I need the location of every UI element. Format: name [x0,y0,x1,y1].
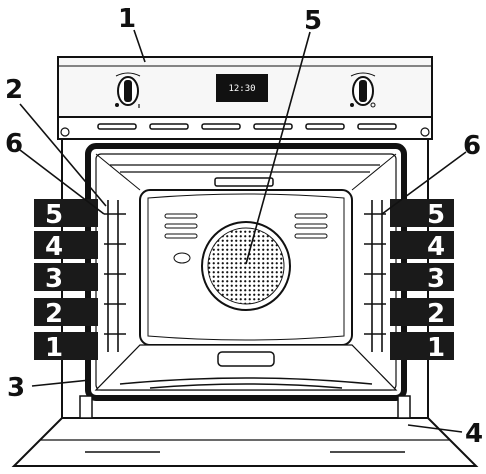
oven-body [61,139,429,418]
side-grid-right [364,200,386,352]
shelf-level-label: 2 [45,299,63,329]
callout-shelf-guide-right: 6 [463,131,481,161]
vent-strip [57,116,433,140]
callout-shelf-guide-left: 6 [5,129,23,159]
callout-door-seal: 3 [7,373,25,403]
shelf-level-label: 4 [427,232,445,262]
shelf-level-label: 5 [427,200,445,230]
control-panel: 12:30 [57,56,433,118]
shelf-level-label: 1 [427,333,445,363]
callout-side-grid: 2 [5,75,23,105]
leader-lines [19,29,467,433]
callout-fan: 5 [304,6,322,36]
side-grid-left [104,200,126,352]
shelf-levels-left: 5 4 3 2 1 [34,199,98,363]
shelf-level-label: 5 [45,200,63,230]
left-knob-icon [115,72,141,108]
shelf-level-label: 4 [45,232,63,262]
right-knob-icon [350,72,376,108]
shelf-level-label: 3 [45,264,63,294]
shelf-level-label: 1 [45,333,63,363]
oven-door [11,395,479,467]
shelf-level-label: 2 [427,299,445,329]
shelf-levels-right: 5 4 3 2 1 [390,199,454,363]
clock-display [216,74,268,102]
display-time: 12:30 [228,84,255,94]
callout-control-panel: 1 [118,4,136,34]
callout-door: 4 [465,419,483,449]
shelf-level-label: 3 [427,264,445,294]
